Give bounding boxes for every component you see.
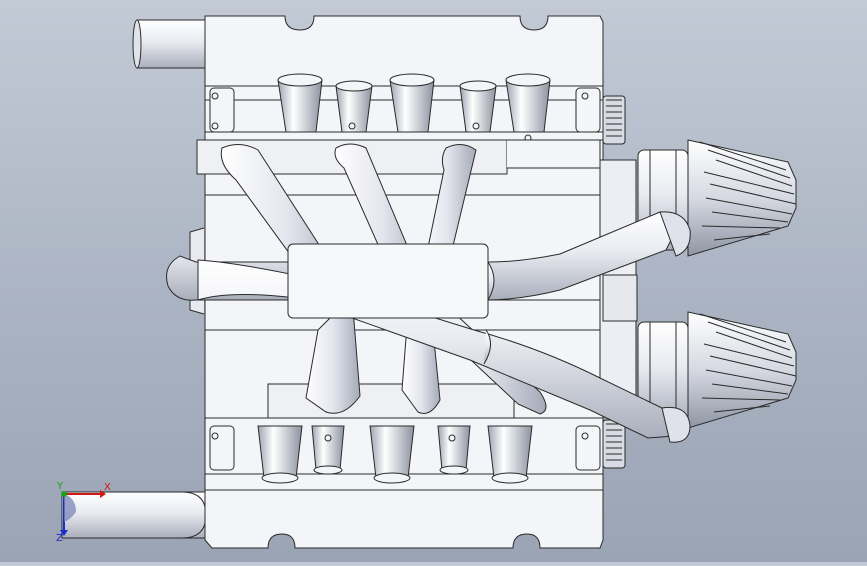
z-axis-label: Z — [56, 533, 63, 544]
orientation-triad: X Y Z — [52, 481, 112, 544]
lower-inlet-tube — [61, 491, 209, 539]
upper-port-row — [211, 73, 589, 142]
lower-port-row — [211, 425, 589, 484]
y-axis-label: Y — [57, 481, 64, 492]
lower-air-filter — [637, 311, 797, 429]
upper-gear-hub — [602, 95, 626, 145]
triad-axes — [60, 490, 106, 536]
upper-inlet-tube — [136, 19, 212, 69]
lower-gear-hub — [602, 419, 626, 469]
plenum-box — [287, 243, 489, 319]
x-axis-label: X — [104, 482, 111, 493]
